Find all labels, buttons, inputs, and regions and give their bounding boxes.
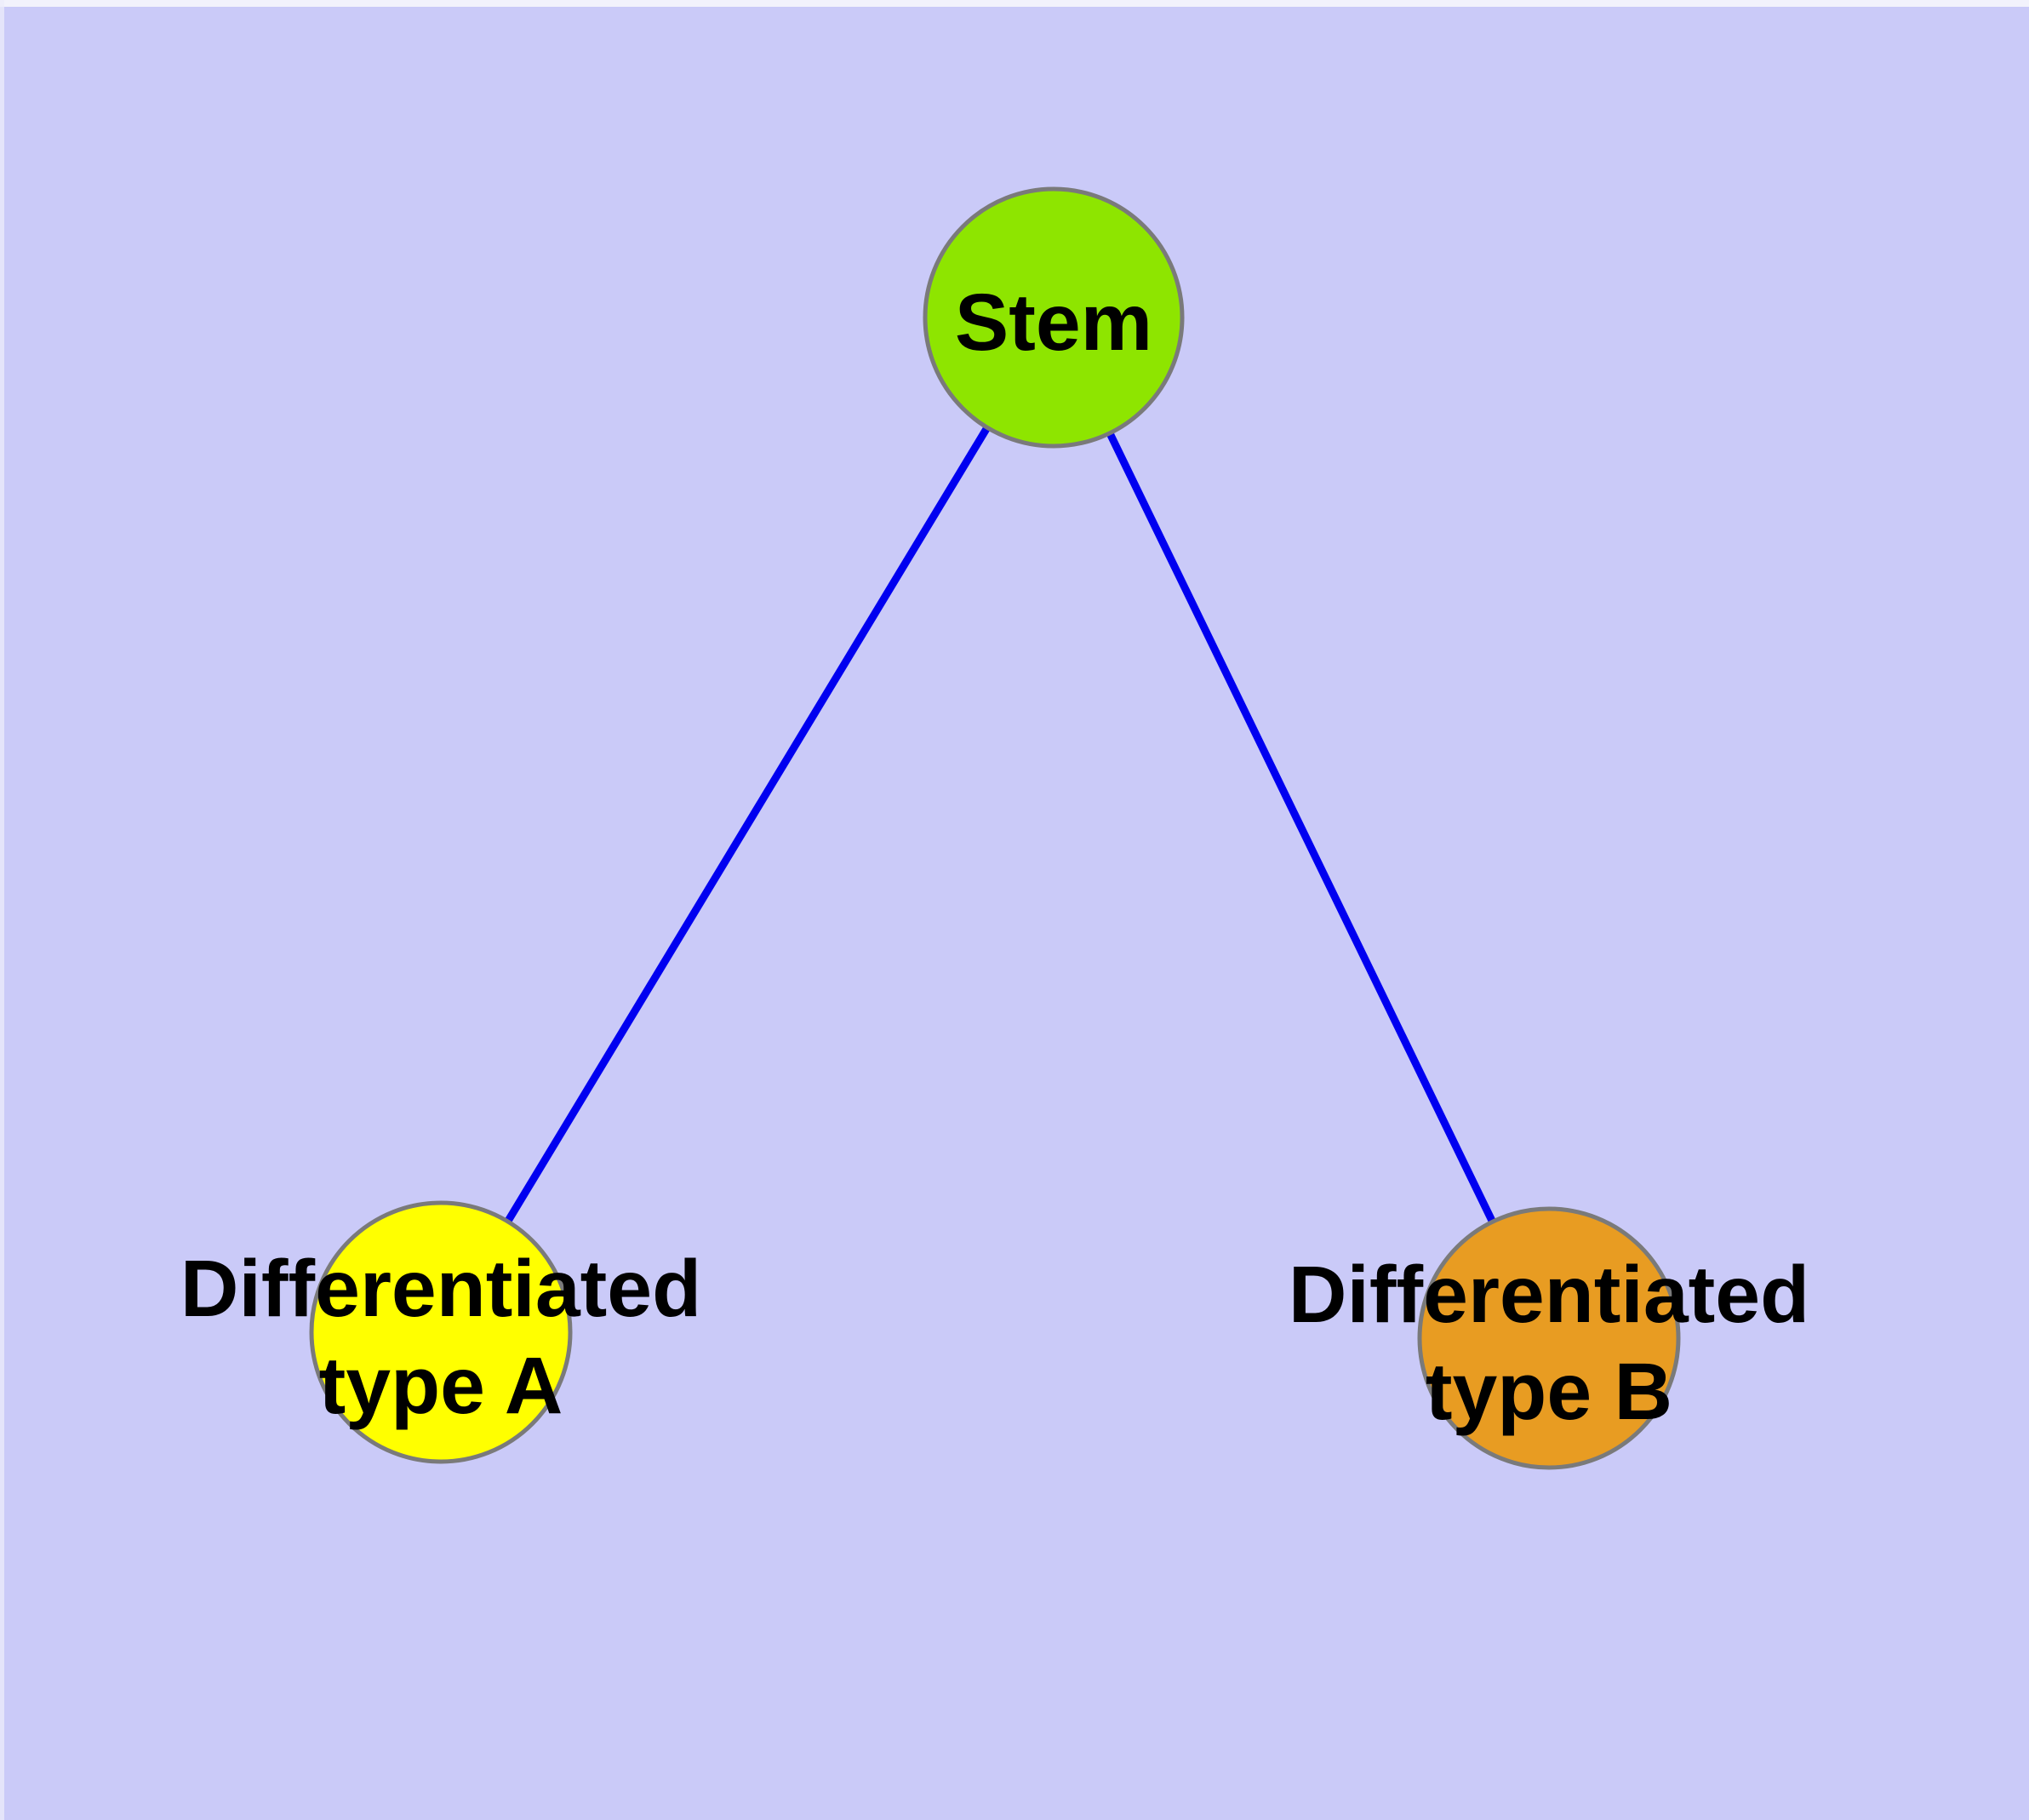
edge-stem-to-differentiated-type-b xyxy=(1049,316,1553,1340)
node-label-differentiated-type-b-line-1: Differentiated xyxy=(1289,1250,1809,1340)
node-label-differentiated-type-a-line-1: Differentiated xyxy=(180,1244,701,1334)
node-stem xyxy=(923,186,1185,449)
node-label-differentiated-type-a-line-2: type A xyxy=(319,1341,563,1431)
edges-layer xyxy=(437,315,1553,1340)
edge-stem-to-differentiated-type-a xyxy=(437,315,1057,1335)
node-label-differentiated-type-b-line-2: type B xyxy=(1426,1347,1672,1437)
node-differentiated-type-b xyxy=(1417,1206,1681,1470)
node-differentiated-type-a xyxy=(309,1200,573,1464)
window-left-edge xyxy=(0,0,4,1820)
nodes-layer xyxy=(309,186,1681,1470)
window-top-edge xyxy=(0,0,2029,7)
node-label-stem-line-1: Stem xyxy=(955,278,1152,368)
